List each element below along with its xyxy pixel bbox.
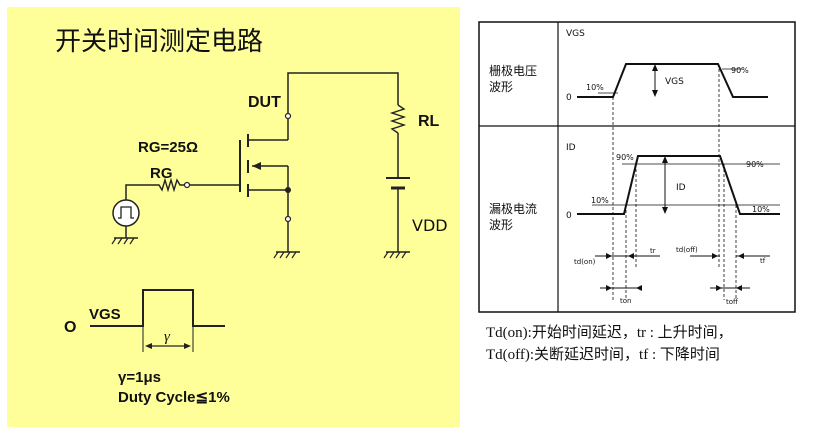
gate-circuit bbox=[111, 177, 240, 245]
rl-label: RL bbox=[418, 113, 440, 130]
id-axis-label: ID bbox=[566, 143, 576, 153]
waveform-panel-frame bbox=[478, 21, 796, 313]
pulse-width-symbol: γ bbox=[164, 329, 171, 345]
duty-cycle-label: Duty Cycle≦1% bbox=[118, 389, 230, 406]
tf-label: tf bbox=[760, 257, 766, 265]
vdd-label: VDD bbox=[412, 216, 448, 235]
vgs-amplitude-label: VGS bbox=[665, 77, 684, 87]
id-10pct-right-label: 10% bbox=[752, 205, 770, 214]
vgs-axis-label: VGS bbox=[566, 29, 585, 39]
ton-label: ton bbox=[620, 297, 631, 305]
rl-resistor-symbol bbox=[389, 104, 407, 134]
drain-waveform-label-line2: 波形 bbox=[489, 218, 513, 232]
gate-waveform-label-line2: 波形 bbox=[489, 80, 513, 94]
rg-value-label: RG=25Ω bbox=[138, 139, 198, 156]
ground-symbol-source bbox=[273, 251, 300, 259]
dut-label: DUT bbox=[248, 94, 281, 111]
id-amplitude-label: ID bbox=[676, 183, 686, 193]
circuit-title: 开关时间测定电路 bbox=[55, 27, 263, 57]
ground-symbol-vdd bbox=[383, 251, 410, 259]
td-on-label: td(on) bbox=[574, 258, 596, 266]
mosfet-symbol bbox=[239, 112, 292, 252]
drain-waveform-label-line1: 漏极电流 bbox=[489, 202, 537, 216]
vgs-10pct-label: 10% bbox=[586, 83, 604, 92]
tr-label: tr bbox=[650, 247, 656, 255]
id-zero-label: 0 bbox=[566, 211, 572, 221]
vgs-zero-label: 0 bbox=[566, 93, 572, 103]
td-off-label: td(off) bbox=[676, 246, 698, 254]
gate-waveform-label-line1: 栅极电压 bbox=[489, 63, 537, 78]
id-10pct-left-label: 10% bbox=[591, 196, 609, 205]
vgs-90pct-label: 90% bbox=[731, 66, 749, 75]
caption-line-1: Td(on):开始时间延迟，tr : 上升时间， bbox=[486, 324, 733, 341]
pulse-width-value: γ=1μs bbox=[118, 369, 161, 386]
pulse-zero-label: O bbox=[64, 319, 76, 336]
toff-label: toff bbox=[726, 298, 738, 306]
id-waveform bbox=[577, 155, 780, 215]
id-90pct-right-label: 90% bbox=[746, 160, 764, 169]
rg-label: RG bbox=[150, 165, 173, 182]
circuit-panel-background bbox=[7, 7, 460, 427]
gate-pulse-waveform bbox=[90, 289, 225, 352]
drain-wire bbox=[287, 72, 399, 113]
id-90pct-left-label: 90% bbox=[616, 153, 634, 162]
timing-markers bbox=[595, 69, 770, 300]
pulse-vgs-label: VGS bbox=[89, 306, 121, 323]
caption-line-2: Td(off):关断延迟时间，tf : 下降时间 bbox=[486, 346, 720, 363]
vgs-waveform bbox=[577, 63, 768, 98]
